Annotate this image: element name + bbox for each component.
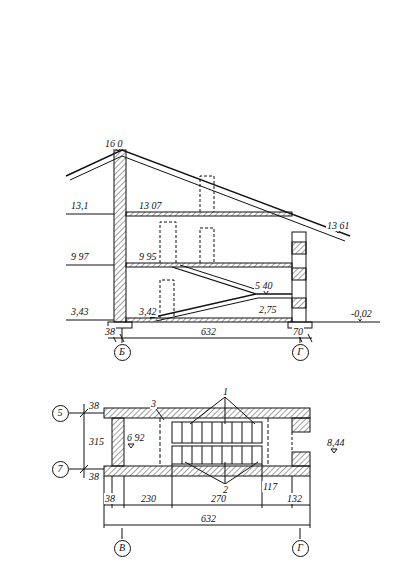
stair-tread: [192, 422, 193, 443]
dimension-label: 2,75: [258, 304, 278, 315]
axis-bubble: Б: [114, 344, 131, 361]
stair-tread: [252, 446, 253, 464]
dimension-label: 9 95: [138, 251, 158, 262]
dimension-label: 16 0: [104, 138, 124, 149]
stair-tread: [222, 446, 223, 464]
stair-tread: [252, 422, 253, 443]
axis-letter: Б: [119, 347, 125, 357]
axis-bubble: Г: [292, 344, 309, 361]
axis-bubble: Г: [292, 540, 309, 557]
dimension-label: 38: [88, 400, 100, 411]
dimension-label: 117: [262, 481, 278, 492]
dimension-label: 5 40: [254, 280, 274, 291]
axis-bubble: В: [114, 540, 131, 557]
stair-tread: [212, 446, 213, 464]
dimension-label: 13,1: [70, 200, 90, 211]
stair-tread: [212, 422, 213, 443]
dimension-label: 70: [292, 326, 304, 337]
dimension-label: 8,44: [326, 437, 346, 448]
dimension-label: 13 61: [326, 220, 351, 231]
axis-bubble: 7: [52, 461, 69, 478]
stair-tread: [202, 446, 203, 464]
axis-bubble: 5: [52, 405, 69, 422]
stair-tread: [222, 422, 223, 443]
dimension-label: 38: [88, 471, 100, 482]
dimension-label: 3,43: [70, 306, 90, 317]
axis-letter: Г: [297, 347, 303, 357]
dimension-label: 38: [104, 493, 116, 504]
dimension-label: 13 07: [138, 200, 163, 211]
stair-tread: [192, 446, 193, 464]
axis-letter: В: [119, 543, 125, 553]
axis-letter: Г: [297, 543, 303, 553]
dimension-label: 132: [286, 493, 303, 504]
stair-tread: [242, 446, 243, 464]
dimension-label: 632: [200, 326, 217, 337]
stair-tread: [182, 446, 183, 464]
dimension-label: 270: [210, 493, 227, 504]
dimension-label: 1: [222, 386, 229, 397]
dimension-label: 3,42: [138, 306, 158, 317]
stair-tread: [232, 446, 233, 464]
dimension-label: 230: [140, 493, 157, 504]
dimension-label: 632: [200, 513, 217, 524]
dimension-label: 38: [104, 326, 116, 337]
stair-tread: [202, 422, 203, 443]
plan-view: [69, 397, 337, 539]
stair-tread: [182, 422, 183, 443]
axis-letter: 7: [58, 464, 63, 474]
section-view: [66, 146, 380, 343]
axis-letter: 5: [58, 408, 63, 418]
dimension-label: 6 92: [126, 432, 146, 443]
dimension-label: 9 97: [70, 251, 90, 262]
dimension-label: 3: [150, 398, 157, 409]
dimension-label: -0,02: [350, 308, 373, 319]
dimension-label: 315: [88, 436, 105, 447]
stair-tread: [242, 422, 243, 443]
stair-tread: [232, 422, 233, 443]
